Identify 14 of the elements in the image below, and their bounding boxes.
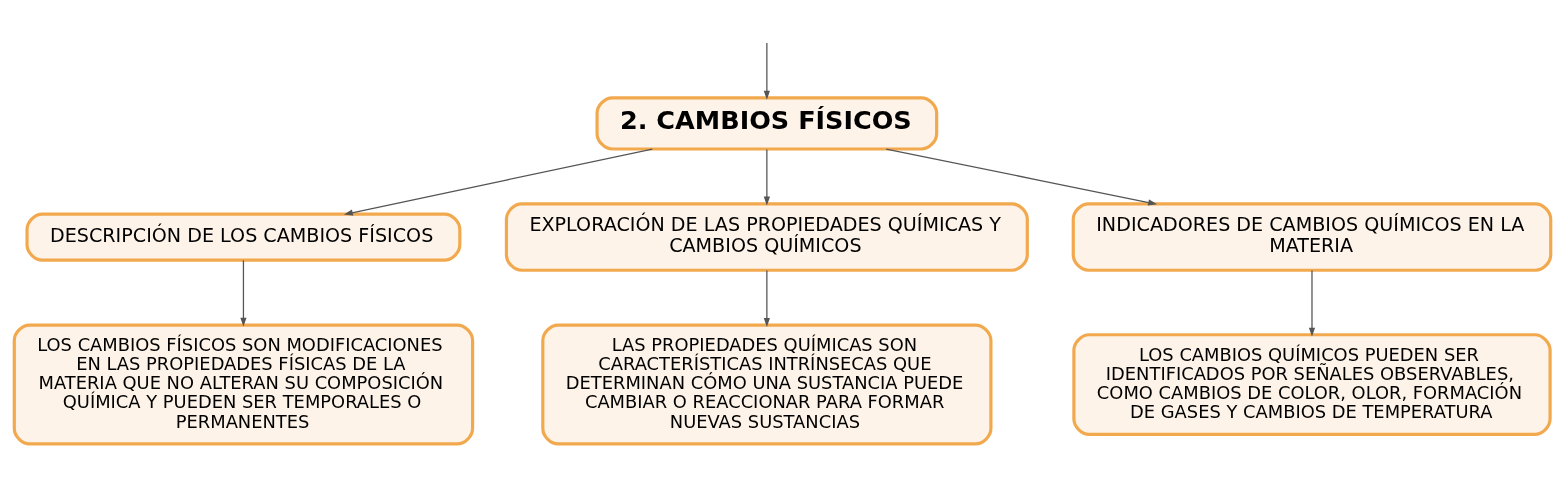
arrow bbox=[343, 148, 653, 216]
node-box: EXPLORACIÓN DE LAS PROPIEDADES QUÍMICAS Y CAMBIOS QUÍMICOS bbox=[504, 202, 1029, 272]
arrow bbox=[763, 269, 770, 327]
arrow bbox=[240, 259, 247, 327]
node-box: DESCRIPCIÓN DE LOS CAMBIOS FÍSICOS bbox=[25, 212, 462, 262]
node-box: LOS CAMBIOS QUÍMICOS PUEDEN SER IDENTIFICADOS POR SEÑALES OBSERVABLES, COMO CAMBIOS DE COLOR, OLOR, FORMACIÓN DE GASES Y CAMBIOS DE TEMPERATURA bbox=[1072, 333, 1552, 436]
node-box: LAS PROPIEDADES QUÍMICAS SON CARACTERÍSTICAS INTRÍNSECAS QUE DETERMINAN CÓMO UNA SUSTANCIA PUEDE CAMBIAR O REACCIONAR PARA FORMAR NUEVAS SUSTANCIAS bbox=[541, 323, 993, 446]
arrow bbox=[763, 148, 770, 206]
arrow bbox=[763, 42, 770, 100]
node-box: INDICADORES DE CAMBIOS QUÍMICOS EN LA MATERIA bbox=[1071, 202, 1553, 272]
arrow bbox=[885, 148, 1158, 206]
node-box: 2. CAMBIOS FÍSICOS bbox=[595, 96, 939, 151]
node-box: LOS CAMBIOS FÍSICOS SON MODIFICACIONES EN LAS PROPIEDADES FÍSICAS DE LA MATERIA QUE NO ALTERAN SU COMPOSICIÓN QUÍMICA Y PUEDEN SER TEMPORALES O PERMANENTES bbox=[12, 323, 475, 446]
arrow bbox=[1308, 269, 1316, 337]
